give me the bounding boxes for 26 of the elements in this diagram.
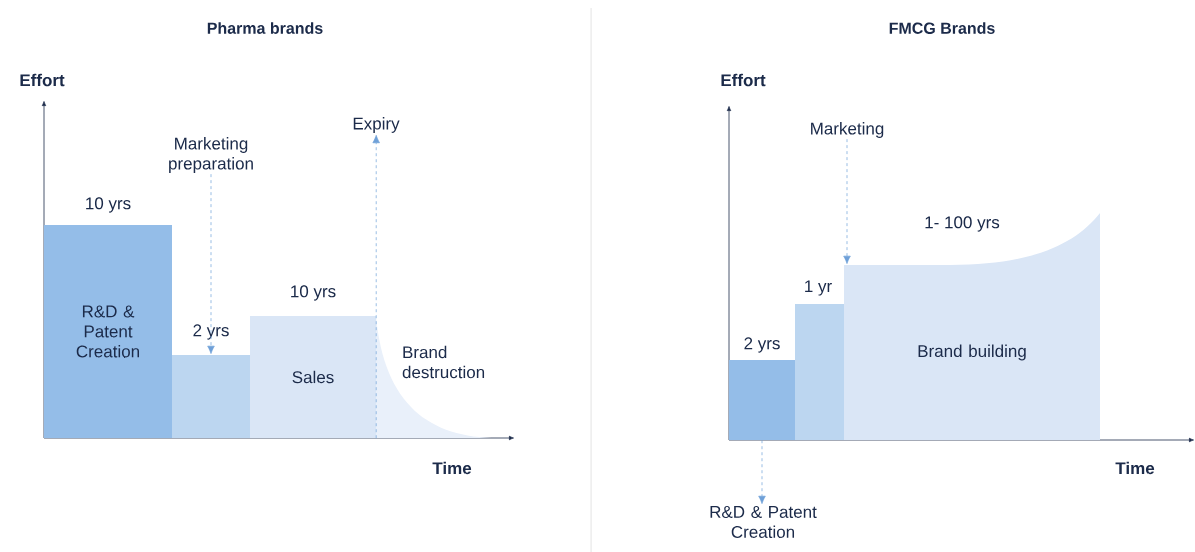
axis-title: Time	[432, 461, 472, 475]
decay-area: Brand destruction	[376, 316, 498, 438]
duration-label: 10 yrs	[86, 197, 131, 213]
bar	[795, 304, 844, 440]
callout-text: Marketing preparation	[169, 137, 253, 173]
bar: R&D & Patent Creation	[44, 225, 172, 438]
arrow	[843, 138, 851, 264]
arrow	[758, 439, 766, 504]
bar	[172, 355, 250, 438]
callout-text: Marketing	[811, 122, 884, 138]
bar	[729, 360, 795, 440]
callout-text: Expiry	[353, 117, 400, 133]
axis-title: Effort	[20, 73, 65, 87]
axis-title: Time	[1115, 461, 1155, 475]
duration-label: 10 yrs	[291, 285, 336, 301]
duration-label: 1- 100 yrs	[925, 216, 1000, 232]
arrow	[372, 135, 380, 439]
arrow	[207, 173, 215, 354]
duration-label: 1 yr	[805, 280, 832, 296]
bar: Sales	[250, 316, 376, 438]
duration-label: 2 yrs	[193, 324, 229, 340]
duration-label: 2 yrs	[744, 337, 780, 353]
heading: Pharma brands	[207, 22, 323, 34]
callout-text: R&D & Patent Creation	[710, 506, 817, 538]
heading: FMCG Brands	[889, 22, 995, 34]
axis-title: Effort	[721, 73, 766, 87]
